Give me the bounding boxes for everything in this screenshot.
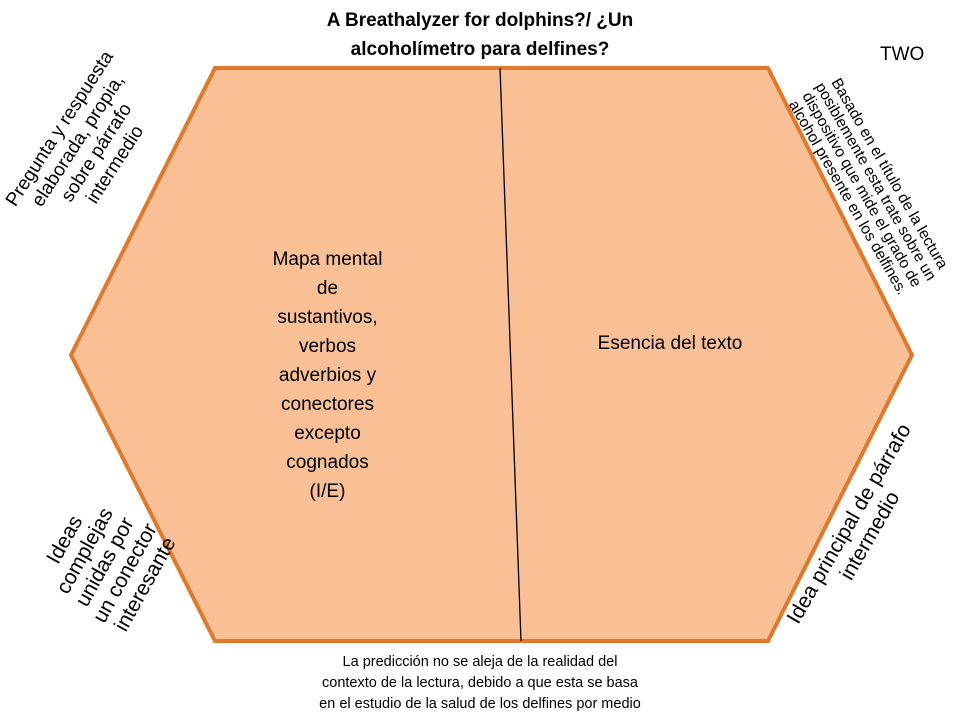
title-line-1: A Breathalyzer for dolphins?/ ¿Un xyxy=(326,10,634,31)
corner-label: TWO xyxy=(880,44,925,65)
left-line: verbos xyxy=(298,336,357,357)
left-line: excepto xyxy=(294,423,361,444)
note-line: en el estudio de la salud de los delfine… xyxy=(319,696,641,712)
title-line-2: alcoholímetro para delfines? xyxy=(350,39,610,60)
divider-line xyxy=(499,67,522,642)
right-center-text: Esencia del texto xyxy=(597,333,743,354)
note-line: contexto de la lectura, debido a que est… xyxy=(322,675,638,691)
left-line: adverbios y xyxy=(278,365,377,386)
bottom-note: La predicción no se aleja de la realidad… xyxy=(280,652,680,715)
hexagon-shape xyxy=(68,66,915,643)
left-line: cognados xyxy=(286,452,369,473)
left-line: de xyxy=(316,278,339,299)
left-line: (I/E) xyxy=(309,481,346,502)
left-center-text: Mapa mental de sustantivos, verbos adver… xyxy=(225,245,430,506)
note-line: La predicción no se aleja de la realidad… xyxy=(342,654,618,670)
page-title: A Breathalyzer for dolphins?/ ¿Un alcoho… xyxy=(240,6,720,64)
left-line: sustantivos, xyxy=(277,307,378,328)
left-line: conectores xyxy=(281,394,374,415)
left-line: Mapa mental xyxy=(272,249,383,270)
